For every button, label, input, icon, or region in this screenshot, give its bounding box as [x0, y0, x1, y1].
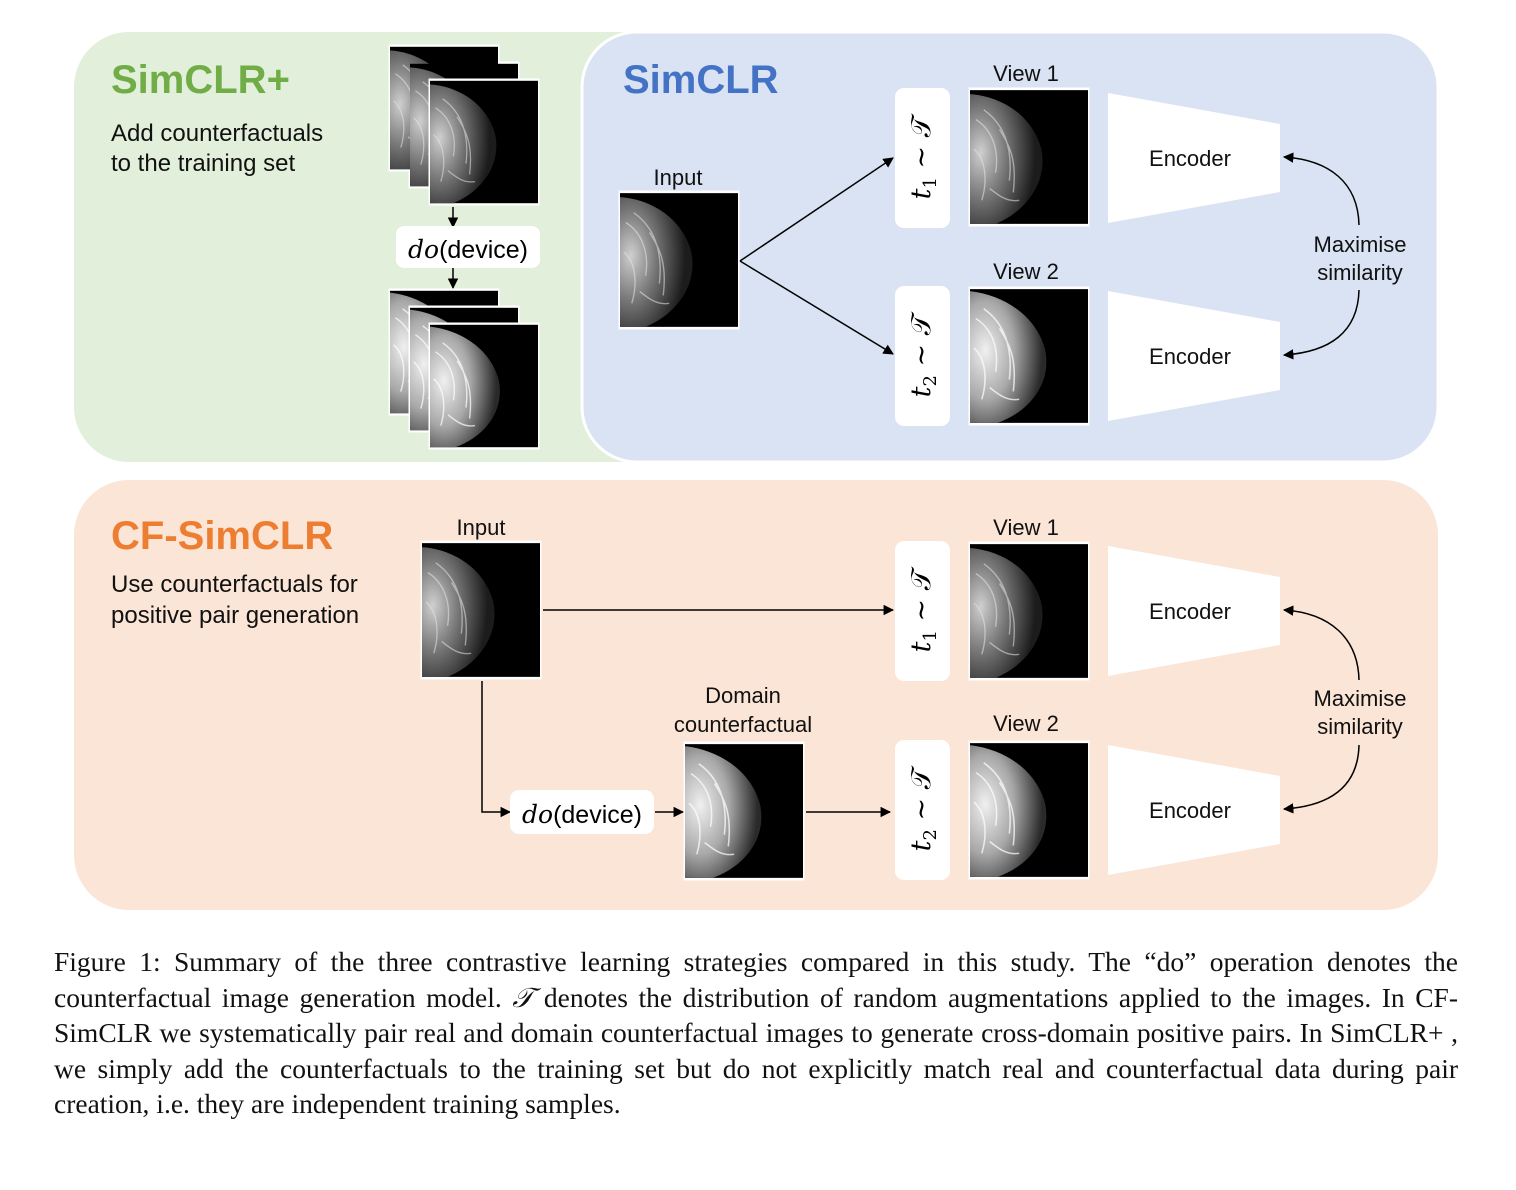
- caption-part1: Figure 1: Summary of the three contrasti…: [54, 946, 1458, 1013]
- cf-encoder1-shape: [1108, 546, 1280, 676]
- simclr-plus-desc-line2: to the training set: [111, 150, 295, 177]
- simclr-view2-label: View 2: [993, 259, 1059, 284]
- simclr-t1-rest: ~ 𝒯: [906, 113, 937, 177]
- cf-domain-line2: counterfactual: [674, 712, 812, 737]
- real-image-stack: [388, 44, 540, 206]
- simclr-t1-sub: 1: [920, 177, 941, 188]
- cf-view2-image: [970, 742, 1088, 878]
- simclr-view2-image: [970, 288, 1088, 424]
- simclr-t1-box: [895, 88, 950, 228]
- cf-do-box: [510, 790, 654, 834]
- simclr-t2-rest: ~ 𝒯: [906, 311, 937, 375]
- cf-simclr-desc-line1: Use counterfactuals for: [111, 571, 358, 598]
- cf-encoder1-label: Encoder: [1149, 599, 1231, 624]
- cf-do-device: (device): [553, 801, 642, 829]
- cf-do-italic: do: [522, 800, 553, 829]
- simclr-maximise-line2: similarity: [1317, 260, 1403, 285]
- cf-view1-image: [970, 543, 1088, 679]
- simclr-t1-label: t: [906, 188, 937, 199]
- simclr-maximise-line1: Maximise: [1314, 232, 1407, 257]
- cf-maximise-line1: Maximise: [1314, 686, 1407, 711]
- cf-t2-box: [895, 740, 950, 880]
- cf-simclr-panel: [74, 480, 1438, 910]
- cf-t1-rest: ~ 𝒯: [906, 566, 937, 630]
- simclr-t2-sub: 2: [920, 375, 941, 386]
- simclr-t2-label: t: [906, 386, 937, 397]
- simclr-encoder2-label: Encoder: [1149, 344, 1231, 369]
- simclr-encoder2-shape: [1108, 291, 1280, 421]
- cf-domain-counterfactual-image: [685, 743, 803, 879]
- simclr-view1-image: [970, 89, 1088, 225]
- svg-text:t2 ~ 𝒯: t2 ~ 𝒯: [906, 765, 941, 851]
- cf-maximise-line2: similarity: [1317, 714, 1403, 739]
- caption-tsym: 𝒯: [512, 981, 534, 1013]
- simclr-plus-do-device: (device): [439, 236, 528, 264]
- cf-t2-rest: ~ 𝒯: [906, 765, 937, 829]
- cf-view2-label: View 2: [993, 711, 1059, 736]
- cf-encoder2-label: Encoder: [1149, 798, 1231, 823]
- svg-text:t2 ~ 𝒯: t2 ~ 𝒯: [906, 311, 941, 397]
- simclr-plus-title: SimCLR+: [111, 58, 290, 102]
- cf-input-label: Input: [457, 515, 506, 540]
- svg-text:do(device): do(device): [522, 800, 642, 829]
- simclr-encoder1-shape: [1108, 93, 1280, 223]
- cf-simclr-desc-line2: positive pair generation: [111, 602, 359, 629]
- simclr-view1-label: View 1: [993, 61, 1059, 86]
- cf-t2-sub: 2: [920, 829, 941, 840]
- counterfactual-image-stack: [388, 288, 540, 450]
- simclr-input-image: [620, 192, 738, 328]
- cf-t2-label: t: [906, 840, 937, 851]
- simclr-plus-desc-line1: Add counterfactuals: [111, 120, 323, 147]
- simclr-t2-box: [895, 286, 950, 426]
- simclr-encoder1-label: Encoder: [1149, 146, 1231, 171]
- figure-diagram: SimCLR+ Add counterfactuals to the train…: [74, 30, 1440, 910]
- cf-simclr-title: CF-SimCLR: [111, 514, 333, 558]
- simclr-plus-do-italic: do: [408, 235, 439, 264]
- svg-text:t1 ~ 𝒯: t1 ~ 𝒯: [906, 113, 941, 199]
- simclr-input-label: Input: [654, 165, 703, 190]
- simclr-title: SimCLR: [623, 58, 779, 102]
- cf-t1-box: [895, 541, 950, 681]
- figure-caption: Figure 1: Summary of the three contrasti…: [54, 944, 1458, 1122]
- cf-input-image: [422, 542, 540, 678]
- svg-text:t1 ~ 𝒯: t1 ~ 𝒯: [906, 566, 941, 652]
- cf-view1-label: View 1: [993, 515, 1059, 540]
- cf-t1-sub: 1: [920, 630, 941, 641]
- caption-part2: denotes the distribution of random augme…: [54, 981, 1458, 1120]
- cf-domain-line1: Domain: [705, 683, 781, 708]
- cf-t1-label: t: [906, 641, 937, 652]
- simclr-plus-do-box: [396, 226, 540, 268]
- svg-text:do(device): do(device): [408, 235, 528, 264]
- cf-encoder2-shape: [1108, 745, 1280, 875]
